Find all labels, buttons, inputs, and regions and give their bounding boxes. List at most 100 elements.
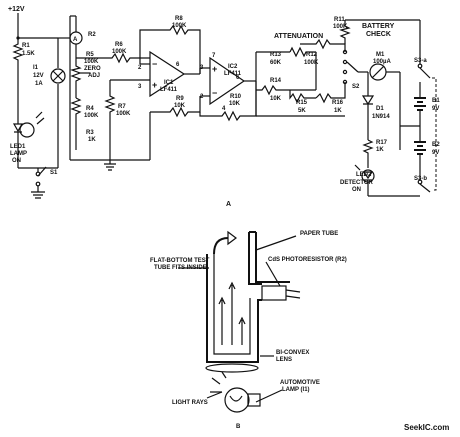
r17-ref: R17	[376, 140, 388, 146]
s3b-switch	[419, 183, 431, 193]
r2-label: R2	[88, 32, 96, 38]
i1-ref: I1	[33, 65, 39, 71]
ic1-ref: IC1	[164, 80, 174, 86]
lamp-label1: AUTOMOTIVE	[280, 380, 320, 386]
s3a-label: S3-a	[414, 58, 427, 64]
flat-tube-label1: FLAT-BOTTOM TEST	[150, 258, 210, 264]
battery-check-label1: BATTERY	[362, 23, 395, 30]
r14-resistor	[256, 84, 316, 96]
svg-text:A: A	[73, 37, 78, 43]
s2-label: S2	[352, 84, 360, 90]
svg-text:+: +	[152, 80, 157, 90]
caption-b: B	[236, 424, 241, 430]
i1-amp: 1A	[35, 81, 43, 87]
attenuation-network: ATTENUATION R13 60K R12 100K R14 10K R15…	[255, 17, 420, 197]
ic2-ref: IC2	[228, 64, 238, 70]
r7-ref: R7	[118, 104, 126, 110]
r9-ref: R9	[176, 96, 184, 102]
lens-label2: LENS	[276, 357, 292, 363]
battery-b2-icon	[414, 141, 426, 155]
caption-a: A	[226, 201, 231, 208]
r5-potentiometer	[69, 58, 82, 88]
d1-part: 1N914	[372, 114, 390, 120]
ic1-pin3: 3	[138, 84, 142, 90]
svg-text:−: −	[212, 88, 217, 98]
bi-convex-lens	[205, 363, 259, 373]
s2-contact-4	[342, 79, 348, 85]
r12-ref: R12	[306, 52, 318, 58]
r5-ref: R5	[86, 52, 94, 58]
led2-ref: LED2	[356, 172, 372, 178]
d1-ref: D1	[376, 106, 384, 112]
r3-value: 1K	[88, 137, 96, 143]
op-amp-ic1: 2 3 − + IC1 LF411 6 R8 100K	[138, 16, 201, 98]
cds-label: CdS PHOTORESISTOR (R2)	[268, 257, 347, 263]
r4-resistor	[70, 97, 82, 150]
supply-label: +12V	[8, 6, 25, 13]
led2-label1: DETECTOR	[340, 180, 374, 186]
r6-resistor	[76, 52, 150, 64]
r7-resistor	[104, 80, 116, 160]
battery-check-label2: CHECK	[366, 31, 391, 38]
s2-contact-1	[342, 49, 348, 55]
svg-text:+: +	[212, 64, 217, 74]
paper-tube	[206, 254, 262, 363]
r17-value: 1K	[376, 147, 384, 153]
r8-ref: R8	[175, 16, 183, 22]
r4-value: 100K	[84, 113, 99, 119]
lens-label1: BI-CONVEX	[276, 350, 309, 356]
s3a-switch	[419, 67, 431, 79]
r11-value: 100K	[333, 24, 348, 30]
ic2-pin4: 4	[222, 106, 226, 112]
r15-ref: R15	[296, 100, 308, 106]
r10-ref: R10	[230, 94, 242, 100]
r6-ref: R6	[115, 42, 123, 48]
r9-value: 10K	[174, 103, 186, 109]
light-rays-label: LIGHT RAYS	[172, 400, 208, 406]
ic2-pin6: 6	[236, 75, 240, 81]
ground-icon	[31, 191, 45, 199]
r10-value: 10K	[229, 101, 241, 107]
diode-d1	[361, 72, 375, 140]
op-amp-ic2: 3 2 + − IC2 LF411 7 6 4 R9 10K R10 10K	[110, 53, 257, 161]
r12-value: 100K	[304, 60, 319, 66]
r14-value: 10K	[270, 96, 282, 102]
r9-resistor	[150, 96, 201, 118]
ic1-pin2: 2	[138, 65, 142, 71]
input-network: A R2 R5 100K ZERO ADJ R6 100K R4 100K R3…	[58, 15, 150, 171]
b2-value: 9V	[432, 150, 439, 156]
r16-resistor	[315, 82, 346, 104]
s1-label: S1	[50, 170, 58, 176]
r16-ref: R16	[332, 100, 344, 106]
r16-value: 1K	[334, 108, 342, 114]
lamp-label2: LAMP (I1)	[282, 387, 310, 393]
r15-value: 5K	[298, 108, 306, 114]
r11-resistor	[338, 20, 351, 44]
r15-resistor	[289, 90, 316, 104]
r4-ref: R4	[86, 106, 94, 112]
r1-resistor	[12, 38, 24, 80]
led1-label2: ON	[12, 158, 21, 164]
r8-resistor	[139, 24, 201, 74]
s2-contact-2	[342, 59, 348, 65]
m1-ref: M1	[376, 52, 385, 58]
i1-volt: 12V	[33, 73, 44, 79]
m1-value: 100µA	[373, 59, 391, 65]
r5-label2: ADJ	[88, 73, 100, 79]
light-ray-arrows	[218, 281, 246, 345]
led1-label1: LAMP	[10, 151, 27, 157]
r11-ref: R11	[334, 17, 345, 23]
r6-value: 100K	[112, 49, 127, 55]
ic1-pin6: 6	[176, 62, 180, 68]
flat-tube-label2: TUBE FITS INSIDE	[154, 265, 207, 271]
cds-photoresistor	[261, 285, 287, 301]
s2-wiper	[346, 61, 359, 73]
r5-value: 100K	[84, 59, 99, 65]
r13-resistor	[289, 46, 316, 58]
r1-ref: R1	[22, 43, 30, 49]
s1-switch	[37, 166, 47, 177]
automotive-lamp-icon	[224, 387, 250, 413]
svg-text:−: −	[152, 59, 157, 69]
s2-contact-3	[342, 69, 348, 75]
r13-value: 60K	[270, 60, 282, 66]
